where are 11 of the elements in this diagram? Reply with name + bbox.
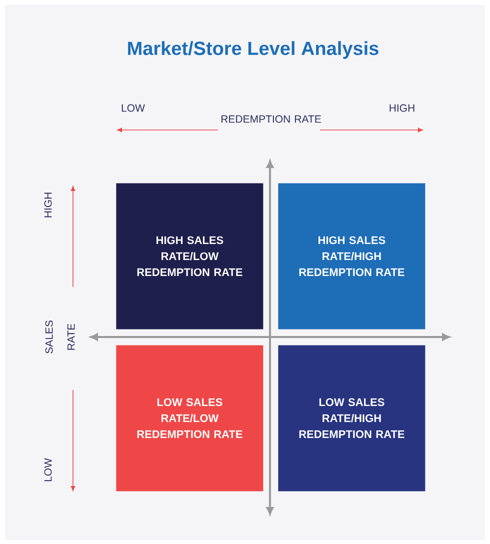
- title: Market/Store Level Analysis: [128, 41, 378, 59]
- axis-label: SALES RATE: [45, 320, 75, 354]
- quadrant-box: LOW SALES RATE/HIGH REDEMPTION RATE: [278, 345, 426, 492]
- axis-label: LOW: [122, 104, 145, 112]
- axis-label: HIGH: [390, 104, 414, 112]
- quadrant-box: HIGH SALES RATE/HIGH REDEMPTION RATE: [278, 183, 426, 330]
- quadrant-box: HIGH SALES RATE/LOW REDEMPTION RATE: [116, 183, 264, 330]
- quadrant-box: LOW SALES RATE/LOW REDEMPTION RATE: [116, 345, 264, 492]
- axis-label: REDEMPTION RATE: [222, 115, 321, 123]
- axis-label: HIGH: [44, 192, 52, 218]
- axis-label: LOW: [44, 458, 52, 482]
